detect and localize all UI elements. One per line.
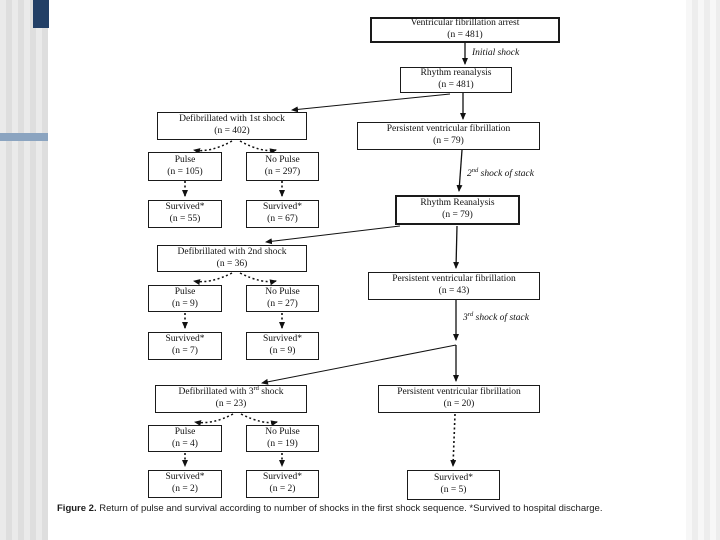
- edge-label-num: 3: [463, 313, 468, 323]
- edge-label-sup: rd: [467, 310, 474, 318]
- node-line1-text: Defibrillated with 3: [178, 387, 254, 398]
- node-line1: Defibrillated with 2nd shock: [177, 246, 287, 257]
- left-stripe-panel: [0, 0, 48, 540]
- node-survived-7: Survived* (n = 7): [148, 332, 222, 360]
- node-line1: Persistent ventricular fibrillation: [392, 274, 516, 285]
- connector-junction-defib3: [261, 344, 457, 385]
- connector-rhythm2-defib2: [265, 225, 401, 245]
- node-line1: Defibrillated with 1st shock: [179, 114, 285, 125]
- edge-label-2nd-shock: 2nd shock of stack: [467, 166, 534, 179]
- edge-label-3rd-shock: 3rd shock of stack: [463, 310, 529, 323]
- node-line1: Survived*: [433, 473, 474, 484]
- node-line1: Rhythm Reanalysis: [420, 198, 495, 209]
- right-stripe-panel: [686, 0, 720, 540]
- node-pulse-4: Pulse (n = 4): [148, 425, 222, 452]
- edge-label-initial-shock: Initial shock: [472, 48, 520, 58]
- node-line2: (n = 5): [440, 485, 467, 495]
- node-rhythm-reanalysis-2: Rhythm Reanalysis (n = 79): [395, 195, 520, 225]
- node-survived-55: Survived* (n = 55): [148, 200, 222, 228]
- node-survived-5: Survived* (n = 5): [407, 470, 500, 500]
- node-line1: Pulse: [174, 154, 196, 165]
- node-line1: No Pulse: [265, 426, 300, 437]
- node-vf-arrest: Ventricular fibrillation arrest (n = 481…: [370, 17, 560, 43]
- node-no-pulse-27: No Pulse (n = 27): [246, 285, 319, 312]
- edge-label-rest: shock of stack: [473, 313, 529, 323]
- node-line2: (n = 79): [442, 210, 473, 220]
- blue-accent-bar: [0, 133, 48, 141]
- node-no-pulse-19: No Pulse (n = 19): [246, 425, 319, 452]
- node-line1: Ventricular fibrillation arrest: [410, 18, 520, 29]
- node-pulse-105: Pulse (n = 105): [148, 152, 222, 181]
- node-defib-2nd-shock: Defibrillated with 2nd shock (n = 36): [157, 245, 307, 272]
- node-rhythm-reanalysis-1: Rhythm reanalysis (n = 481): [400, 67, 512, 93]
- node-line1: Survived*: [262, 202, 303, 213]
- node-line1: No Pulse: [265, 154, 300, 165]
- connector-rhythm2-pvf2: [453, 225, 460, 269]
- caption-label: Figure 2.: [57, 503, 97, 514]
- node-line1: Survived*: [165, 472, 205, 483]
- connector-defib3-pulse3: [194, 413, 234, 426]
- node-line2: (n = 4): [172, 438, 198, 449]
- figure-caption: Figure 2. Return of pulse and survival a…: [57, 503, 682, 514]
- node-line2: (n = 402): [214, 126, 250, 136]
- connector-defib1-nopulse1: [239, 140, 277, 155]
- node-line1: Rhythm reanalysis: [420, 68, 492, 79]
- node-line1: Persistent ventricular fibrillation: [386, 124, 511, 135]
- node-line1: Survived*: [262, 334, 303, 345]
- edge-label-num: 2: [467, 169, 472, 179]
- node-line2: (n = 481): [447, 30, 483, 40]
- node-line2: (n = 9): [172, 298, 198, 309]
- connector-defib2-nopulse2: [239, 272, 277, 286]
- node-line1-text2: shock: [258, 387, 284, 398]
- connector-defib2-pulse2: [193, 272, 233, 286]
- node-line1: No Pulse: [265, 286, 300, 297]
- node-line1: Survived*: [165, 334, 205, 345]
- node-line2: (n = 20): [443, 399, 475, 409]
- node-line1: Persistent ventricular fibrillation: [397, 387, 521, 398]
- edge-label-sup: nd: [471, 166, 479, 174]
- node-survived-67: Survived* (n = 67): [246, 200, 319, 228]
- connector-pvf1-rhythm2: [456, 149, 463, 192]
- node-line2: (n = 19): [267, 438, 298, 449]
- node-line2: (n = 105): [167, 166, 203, 177]
- node-line2: (n = 43): [438, 286, 470, 296]
- node-line1: Defibrillated with 3rd shock: [178, 384, 284, 399]
- node-line1: Pulse: [174, 426, 196, 437]
- node-survived-2b: Survived* (n = 2): [246, 470, 319, 498]
- node-persistent-vf-79: Persistent ventricular fibrillation (n =…: [357, 122, 540, 150]
- connector-pvf3-surv3c: [450, 413, 457, 467]
- node-line1-sup: rd: [253, 384, 259, 392]
- caption-text: Return of pulse and survival according t…: [96, 503, 603, 514]
- node-line2: (n = 79): [433, 136, 464, 146]
- edge-label-rest: shock of stack: [478, 169, 534, 179]
- node-line2: (n = 9): [269, 346, 296, 356]
- node-line1: Pulse: [174, 286, 196, 297]
- connector-defib3-nopulse3: [240, 413, 278, 427]
- connector-defib1-pulse1: [193, 140, 233, 155]
- node-line2: (n = 2): [269, 484, 296, 494]
- node-line2: (n = 36): [216, 258, 248, 269]
- node-line2: (n = 481): [438, 80, 474, 90]
- node-line2: (n = 67): [267, 214, 298, 224]
- node-persistent-vf-20: Persistent ventricular fibrillation (n =…: [378, 385, 540, 413]
- node-line2: (n = 7): [172, 346, 198, 356]
- node-line2: (n = 55): [169, 214, 201, 224]
- node-persistent-vf-43: Persistent ventricular fibrillation (n =…: [368, 272, 540, 300]
- node-defib-3rd-shock: Defibrillated with 3rd shock (n = 23): [155, 385, 307, 413]
- node-line2: (n = 297): [264, 166, 301, 177]
- node-pulse-9: Pulse (n = 9): [148, 285, 222, 312]
- connector-rhythm1-defib1: [291, 93, 451, 113]
- node-survived-9: Survived* (n = 9): [246, 332, 319, 360]
- navy-accent-block: [33, 0, 49, 28]
- node-line2: (n = 23): [215, 399, 247, 409]
- node-line2: (n = 2): [172, 484, 198, 494]
- node-line1: Survived*: [165, 202, 205, 213]
- node-defib-1st-shock: Defibrillated with 1st shock (n = 402): [157, 112, 307, 140]
- node-survived-2a: Survived* (n = 2): [148, 470, 222, 498]
- node-no-pulse-297: No Pulse (n = 297): [246, 152, 319, 181]
- node-line1: Survived*: [262, 472, 303, 483]
- node-line2: (n = 27): [267, 298, 298, 309]
